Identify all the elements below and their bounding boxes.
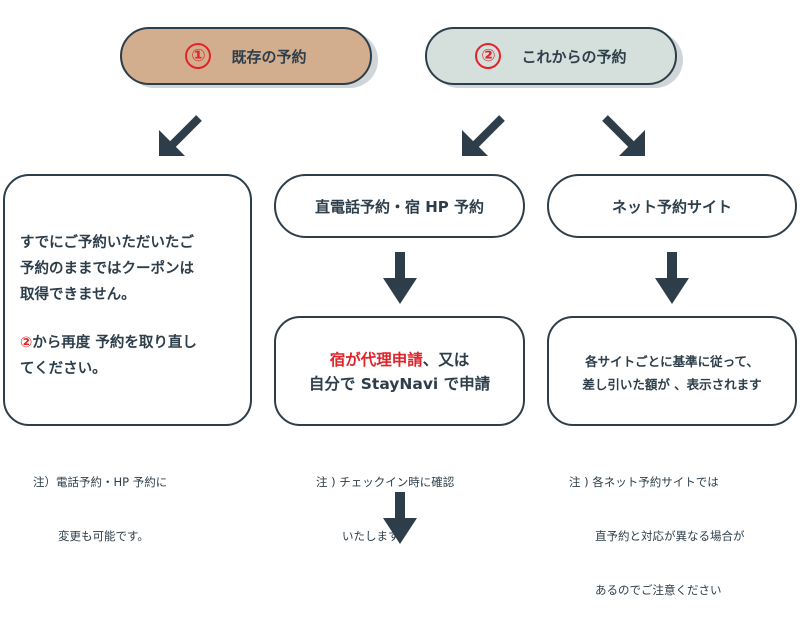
direct-booking-title: 直電話予約・宿 HP 予約 <box>315 197 484 216</box>
arrow-down-left-icon-2 <box>462 115 505 156</box>
number-two-icon: ② <box>475 43 502 69</box>
right-note-line-1: 注 ) 各ネット予約サイトでは <box>569 475 719 489</box>
info-line-4: ②から再度 予約を取り直し <box>20 330 197 356</box>
arrow-down-icon <box>383 252 417 304</box>
right-note-line-3: あるのでご注意ください <box>595 583 722 597</box>
online-detail-line-2: 差し引いた額が 、表示されます <box>582 377 762 392</box>
online-booking-header-box: ネット予約サイト <box>547 174 797 238</box>
info-line-2: 予約のままではクーポンは <box>20 261 194 277</box>
middle-note: 注 ) チェックイン時に確認 いたします <box>316 437 454 563</box>
online-detail-line-1: 各サイトごとに基準に従って、 <box>585 354 759 369</box>
arrow-down-icon-bottom <box>383 492 417 544</box>
middle-note-line-2: いたします <box>342 529 400 543</box>
info-line-3: 取得できません。 <box>20 287 136 303</box>
arrow-down-left-icon <box>159 115 202 156</box>
online-booking-title: ネット予約サイト <box>611 197 732 216</box>
left-note: 注）電話予約・HP 予約に 変更も可能です。 <box>33 437 167 563</box>
application-line-2: 自分で StayNavi で申請 <box>308 375 491 393</box>
direct-booking-header-box: 直電話予約・宿 HP 予約 <box>274 174 525 238</box>
right-note: 注 ) 各ネット予約サイトでは 直予約と対応が異なる場合が あるのでご注意くださ… <box>569 437 745 617</box>
proxy-application-text: 宿が代理申請 <box>329 351 423 369</box>
left-note-line-1: 注）電話予約・HP 予約に <box>33 475 168 489</box>
info-line-4-text: から再度 予約を取り直し <box>32 335 197 351</box>
middle-note-line-1: 注 ) チェックイン時に確認 <box>316 475 455 489</box>
left-note-line-2: 変更も可能です。 <box>58 529 149 543</box>
future-reservation-pill: ② これからの予約 <box>425 27 677 85</box>
application-line-1: 宿が代理申請、又は <box>329 351 470 369</box>
online-booking-detail-box: 各サイトごとに基準に従って、 差し引いた額が 、表示されます <box>547 316 797 426</box>
number-two-inline-icon: ② <box>20 335 33 351</box>
existing-reservation-pill: ① 既存の予約 <box>120 27 372 85</box>
existing-reservation-info-box: すでにご予約いただいたご 予約のままではクーポンは 取得できません。 ②から再度… <box>3 174 252 426</box>
future-reservation-label: これからの予約 <box>521 47 627 66</box>
number-one-icon: ① <box>185 43 212 69</box>
existing-reservation-label: 既存の予約 <box>231 47 307 66</box>
direct-booking-detail-box: 宿が代理申請、又は 自分で StayNavi で申請 <box>274 316 525 426</box>
arrow-down-icon-right <box>655 252 689 304</box>
right-note-line-2: 直予約と対応が異なる場合が <box>595 529 745 543</box>
info-line-1: すでにご予約いただいたご <box>20 235 194 251</box>
arrow-down-right-icon <box>602 115 645 156</box>
info-line-5: てください。 <box>20 361 107 377</box>
